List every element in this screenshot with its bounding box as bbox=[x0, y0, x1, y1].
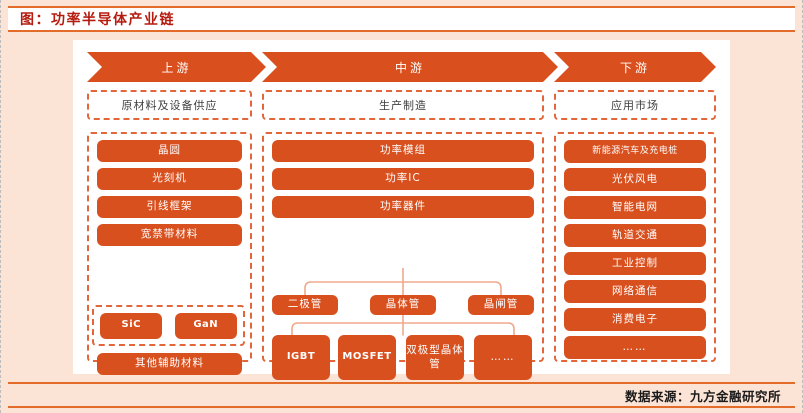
material-item-sic: SiC bbox=[100, 312, 163, 339]
midstream-transistor-type-row: IGBT MOSFET 双极型晶体管 …… bbox=[272, 335, 534, 380]
diagram-panel: 上游 中游 下游 原材料及设备供应 生产制造 应用市场 晶圆 光刻机 引线框架 … bbox=[73, 40, 730, 380]
stage-arrow-midstream: 中游 bbox=[262, 52, 558, 82]
page-title: 图：功率半导体产业链 bbox=[20, 12, 175, 28]
upstream-item-other-materials: 其他辅助材料 bbox=[97, 353, 242, 375]
upstream-item: 引线框架 bbox=[97, 196, 242, 218]
connector-lines bbox=[291, 268, 515, 336]
midstream-container bbox=[262, 132, 544, 362]
upstream-item: 光刻机 bbox=[97, 168, 242, 190]
midstream-top-list: 功率模组 功率IC 功率器件 bbox=[272, 140, 534, 224]
midstream-item-power-module: 功率模组 bbox=[272, 140, 534, 162]
wide-bandgap-material-group: SiC GaN bbox=[92, 305, 245, 346]
downstream-item-rail-transit: 轨道交通 bbox=[564, 224, 706, 247]
stage-label-downstream: 应用市场 bbox=[611, 99, 659, 112]
downstream-item-network-communication: 网络通信 bbox=[564, 280, 706, 303]
upstream-item-list: 晶圆 光刻机 引线框架 宽禁带材料 bbox=[97, 140, 242, 252]
midstream-device-type-row: 二极管 晶体管 晶闸管 bbox=[272, 295, 534, 315]
downstream-item-solar-wind: 光伏风电 bbox=[564, 168, 706, 191]
footer-bar: 数据来源：九方金融研究所 bbox=[8, 382, 795, 408]
stage-arrow-label-downstream: 下游 bbox=[619, 60, 650, 75]
downstream-item-new-energy-vehicles: 新能源汽车及充电桩 bbox=[564, 140, 706, 163]
transistor-type-more: …… bbox=[474, 335, 532, 380]
data-source-text: 数据来源：九方金融研究所 bbox=[624, 388, 781, 404]
device-type-thyristor: 晶闸管 bbox=[468, 295, 534, 315]
device-type-transistor: 晶体管 bbox=[370, 295, 436, 315]
stage-arrow-label-midstream: 中游 bbox=[394, 60, 425, 75]
transistor-type-mosfet: MOSFET bbox=[338, 335, 396, 380]
upstream-item: 宽禁带材料 bbox=[97, 224, 242, 246]
stage-label-upstream: 原材料及设备供应 bbox=[121, 99, 218, 112]
transistor-type-igbt: IGBT bbox=[272, 335, 330, 380]
stage-label-box-upstream: 原材料及设备供应 bbox=[87, 90, 252, 120]
material-item-gan: GaN bbox=[174, 312, 237, 339]
stage-arrow-label-upstream: 上游 bbox=[161, 60, 192, 75]
downstream-item-more: …… bbox=[564, 336, 706, 359]
downstream-item-consumer-electronics: 消费电子 bbox=[564, 308, 706, 331]
downstream-item-industrial-control: 工业控制 bbox=[564, 252, 706, 275]
upstream-item: 晶圆 bbox=[97, 140, 242, 162]
downstream-item-smart-grid: 智能电网 bbox=[564, 196, 706, 219]
downstream-container bbox=[554, 132, 716, 362]
stage-arrow-upstream: 上游 bbox=[87, 52, 266, 82]
stage-label-midstream: 生产制造 bbox=[379, 99, 427, 112]
transistor-type-bipolar: 双极型晶体管 bbox=[406, 335, 464, 380]
midstream-item-power-device: 功率器件 bbox=[272, 196, 534, 218]
stage-label-box-downstream: 应用市场 bbox=[554, 90, 716, 120]
stage-arrow-downstream: 下游 bbox=[554, 52, 716, 82]
downstream-item-list: 新能源汽车及充电桩 光伏风电 智能电网 轨道交通 工业控制 网络通信 消费电子 … bbox=[564, 140, 706, 364]
midstream-item-power-ic: 功率IC bbox=[272, 168, 534, 190]
stage-label-box-midstream: 生产制造 bbox=[262, 90, 544, 120]
title-bar: 图：功率半导体产业链 bbox=[8, 6, 795, 32]
device-type-diode: 二极管 bbox=[272, 295, 338, 315]
